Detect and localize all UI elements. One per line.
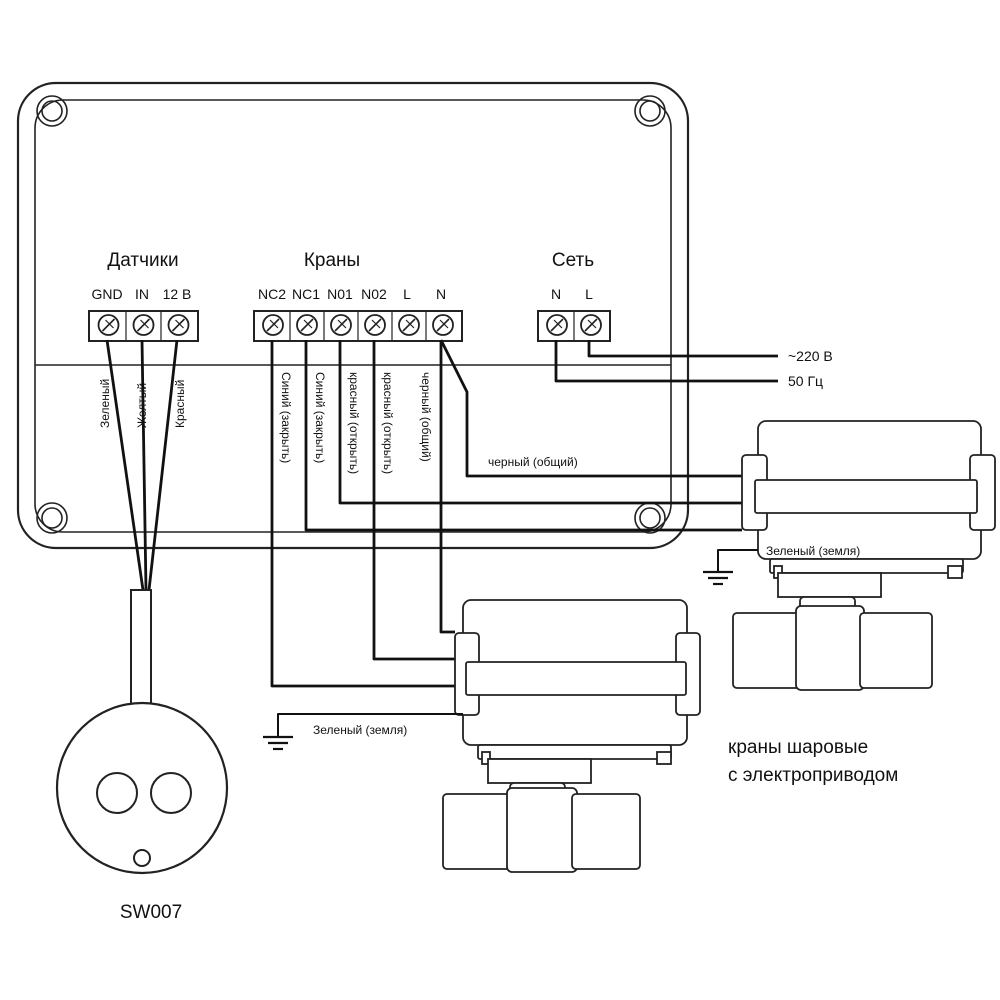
terminal-label-gnd: GND	[91, 286, 122, 302]
terminal-label-l: L	[403, 286, 411, 302]
caption-line-2: с электроприводом	[728, 765, 898, 786]
screw-terminal-icon	[391, 311, 420, 341]
screw-terminal-icon	[160, 311, 190, 341]
valve-actuator-icon	[732, 420, 996, 691]
terminal-label-12v: 12 В	[163, 286, 192, 302]
sensor-cable	[105, 339, 179, 706]
terminal-label-n01: N01	[327, 286, 353, 302]
mount-hole-icon	[36, 95, 68, 127]
mount-hole-icon	[36, 502, 68, 534]
ground-icon	[263, 713, 463, 751]
terminal-label-mains-n: N	[551, 286, 561, 302]
mount-hole-icon	[634, 95, 666, 127]
sensor-name: SW007	[120, 902, 182, 923]
mains-terminal-block	[537, 310, 611, 342]
sensors-group-title: Датчики	[107, 250, 178, 271]
wire-label-red: Красный	[173, 380, 187, 428]
terminal-label-mains-l: L	[585, 286, 593, 302]
ground-label: Зеленый (земля)	[313, 723, 407, 737]
terminal-label-nc1: NC1	[292, 286, 320, 302]
screw-terminal-icon	[425, 311, 454, 341]
terminal-label-n02: N02	[361, 286, 387, 302]
wire-label-red-open: красный (открыть)	[347, 372, 361, 474]
terminal-label-in: IN	[135, 286, 149, 302]
screw-terminal-icon	[573, 311, 602, 341]
valve-actuator-icon	[442, 599, 701, 873]
caption-line-1: краны шаровые	[728, 737, 868, 758]
screw-terminal-icon	[262, 314, 284, 336]
wire-label-red-open: красный (открыть)	[381, 372, 395, 474]
terminal-label-nc2: NC2	[258, 286, 286, 302]
valve-wires	[270, 339, 742, 688]
wire-label-blue-close: Синий (закрыть)	[313, 372, 327, 463]
screw-terminal-icon	[546, 314, 568, 336]
valves-group-title: Краны	[304, 250, 360, 271]
terminal-label-n: N	[436, 286, 446, 302]
mount-hole-icon	[634, 502, 666, 534]
ground-label: Зеленый (земля)	[766, 544, 860, 558]
sensor-terminal-block	[88, 310, 199, 342]
mains-group-title: Сеть	[552, 250, 594, 271]
mains-voltage-label: ~220 В	[788, 348, 833, 364]
mains-wires	[554, 340, 778, 383]
screw-terminal-icon	[125, 311, 155, 341]
screw-terminal-icon	[97, 314, 120, 336]
common-wire-label: черный (общий)	[488, 455, 578, 469]
wire-label-blue-close: Синий (закрыть)	[279, 372, 293, 463]
wire-label-green: Зеленый	[98, 379, 112, 428]
ground-icon	[703, 549, 758, 586]
mains-frequency-label: 50 Гц	[788, 373, 823, 389]
screw-terminal-icon	[289, 311, 318, 341]
sw007-sensor-icon	[55, 701, 229, 875]
valve-terminal-block	[253, 310, 463, 342]
wire-label-black-common: черный (общий)	[419, 372, 433, 462]
wire-label-yellow: Желтый	[135, 383, 149, 428]
screw-terminal-icon	[323, 311, 352, 341]
screw-terminal-icon	[357, 311, 386, 341]
